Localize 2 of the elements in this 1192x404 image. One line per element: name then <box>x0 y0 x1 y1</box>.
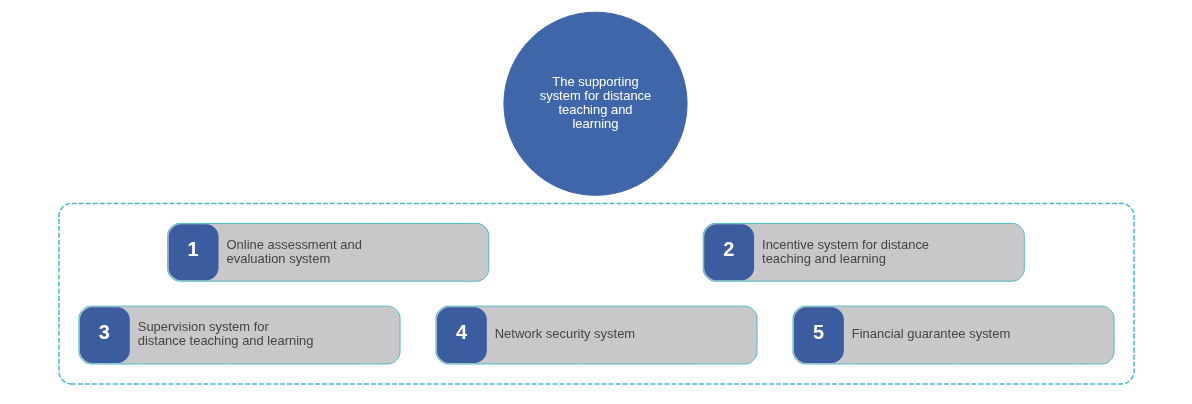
cluster <box>57 202 1135 385</box>
node-circle: The supporting system for distance teaching and learning <box>502 11 688 196</box>
